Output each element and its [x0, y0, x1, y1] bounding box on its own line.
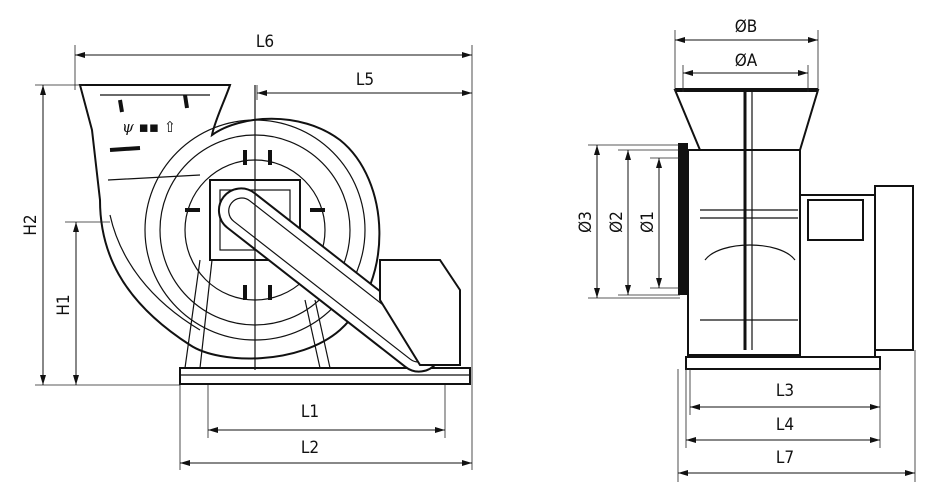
side-view: ψ ▪▪ ⇧ L6 L5 H2 H1 L1 L2	[21, 32, 473, 470]
label-L1: L1	[301, 402, 319, 422]
label-phi1: Ø1	[638, 211, 658, 233]
label-phiB: ØB	[735, 17, 758, 37]
motor-housing	[379, 259, 461, 366]
label-L4: L4	[776, 415, 794, 435]
label-phi3: Ø3	[576, 211, 596, 233]
label-H2: H2	[21, 214, 41, 235]
label-L2: L2	[301, 438, 319, 458]
label-phiA: ØA	[735, 51, 758, 71]
label-L7: L7	[776, 448, 794, 468]
label-L5: L5	[356, 70, 374, 90]
inlet-flange	[678, 143, 688, 295]
front-view: ØB ØA Ø3 Ø2 Ø1 L3 L4 L7	[576, 17, 916, 482]
label-phi2: Ø2	[607, 211, 627, 233]
motor-fan-cover	[874, 185, 914, 351]
label-L6: L6	[256, 32, 274, 52]
base-plate	[179, 367, 471, 385]
label-L3: L3	[776, 381, 794, 401]
label-H1: H1	[54, 294, 74, 315]
front-base	[685, 356, 881, 370]
logo-mark: ψ ▪▪ ⇧	[122, 118, 176, 136]
coupling	[807, 199, 864, 241]
